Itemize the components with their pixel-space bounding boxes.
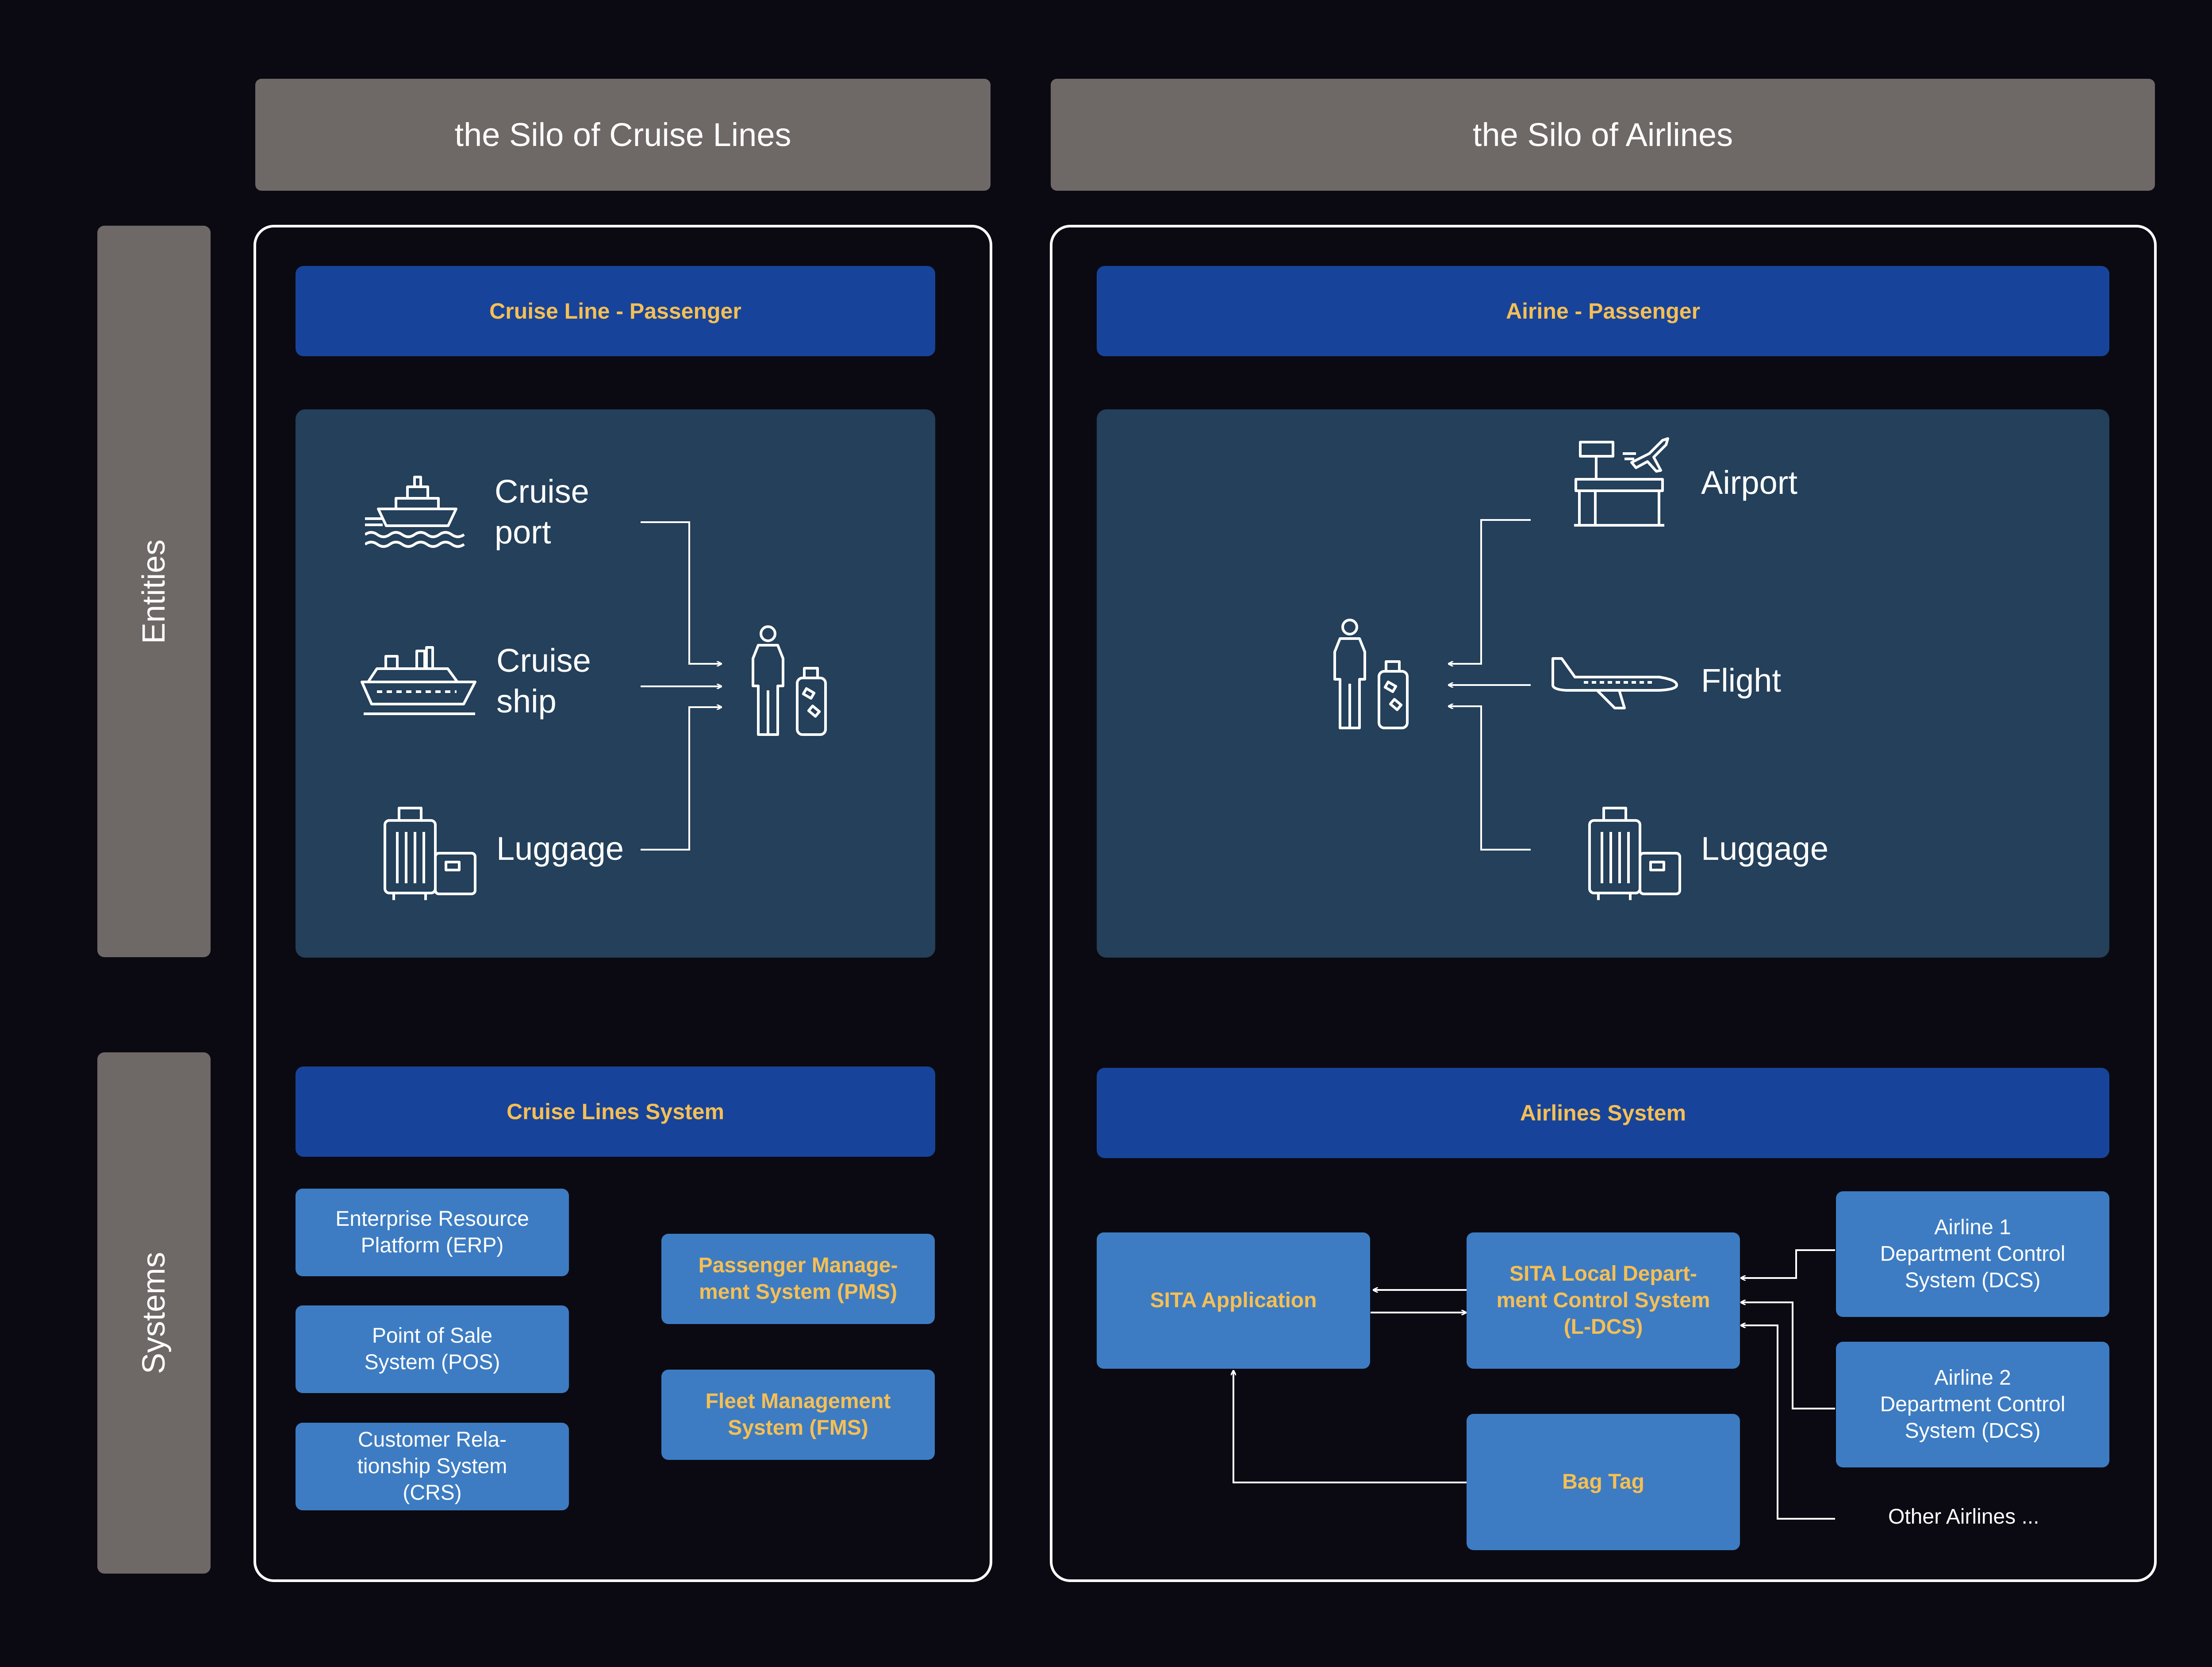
systems-side-tab: Systems [97,1052,211,1574]
pms-system-box[interactable]: Passenger Manage-ment System (PMS) [661,1234,935,1324]
luggage-icon [384,807,476,900]
airline-system-band: Airlines System [1097,1068,2109,1158]
traveler-with-suitcase-icon [752,625,827,736]
cruise-passenger-band: Cruise Line - Passenger [296,266,935,356]
cruise-ship-icon [361,646,476,715]
airplane-icon [1551,657,1678,709]
other-airlines-to-ldcs-arrow [1741,1325,1835,1520]
port-to-passenger-line [641,521,721,664]
airlines-silo-title: the Silo of Airlines [1472,116,1733,153]
ldcs-system-box[interactable]: SITA Local Depart-ment Control System(L-… [1467,1232,1740,1369]
airline-passenger-band: Airine - Passenger [1097,266,2109,356]
airline2-to-ldcs-arrow [1741,1302,1835,1409]
luggage-to-passenger-line [641,707,721,851]
cruise-passenger-label: Cruise Line - Passenger [489,299,741,323]
cruise-silo [253,225,992,1582]
cruise-entities-panel [296,409,935,958]
cruise-port-label: Cruise port [495,473,589,551]
airlines-silo [1050,225,2157,1582]
bag-tag-box[interactable]: Bag Tag [1467,1414,1740,1550]
cruise-system-label: Cruise Lines System [507,1099,724,1124]
luggage-icon [1588,807,1681,900]
cruise-ship-label: Cruise ship [496,642,591,720]
airline-system-label: Airlines System [1520,1101,1686,1125]
cruise-system-band: Cruise Lines System [296,1066,935,1157]
airport-label: Airport [1701,464,1797,501]
airlines-silo-header: the Silo of Airlines [1051,79,2155,191]
entities-side-tab: Entities [97,226,211,957]
crs-system-box[interactable]: Customer Rela-tionship System(CRS) [296,1423,569,1510]
airport-to-passenger-line [1449,519,1531,664]
cruise-silo-title: the Silo of Cruise Lines [454,116,791,153]
traveler-with-suitcase-icon [1333,619,1409,729]
sita-application-box[interactable]: SITA Application [1097,1232,1370,1369]
airline1-to-ldcs-arrow [1741,1249,1835,1278]
cruise-silo-header: the Silo of Cruise Lines [255,79,991,191]
other-airlines-label: Other Airlines ... [1888,1505,2039,1528]
flight-label: Flight [1701,662,1781,699]
bagtag-to-sita-arrow [1233,1371,1468,1483]
cruise-port-icon [365,476,465,548]
airline-passenger-label: Airine - Passenger [1505,299,1701,323]
airport-icon [1574,437,1669,527]
luggage-to-airline-passenger-line [1449,706,1531,851]
cruise-luggage-label: Luggage [496,830,624,867]
airline-luggage-label: Luggage [1701,830,1829,867]
